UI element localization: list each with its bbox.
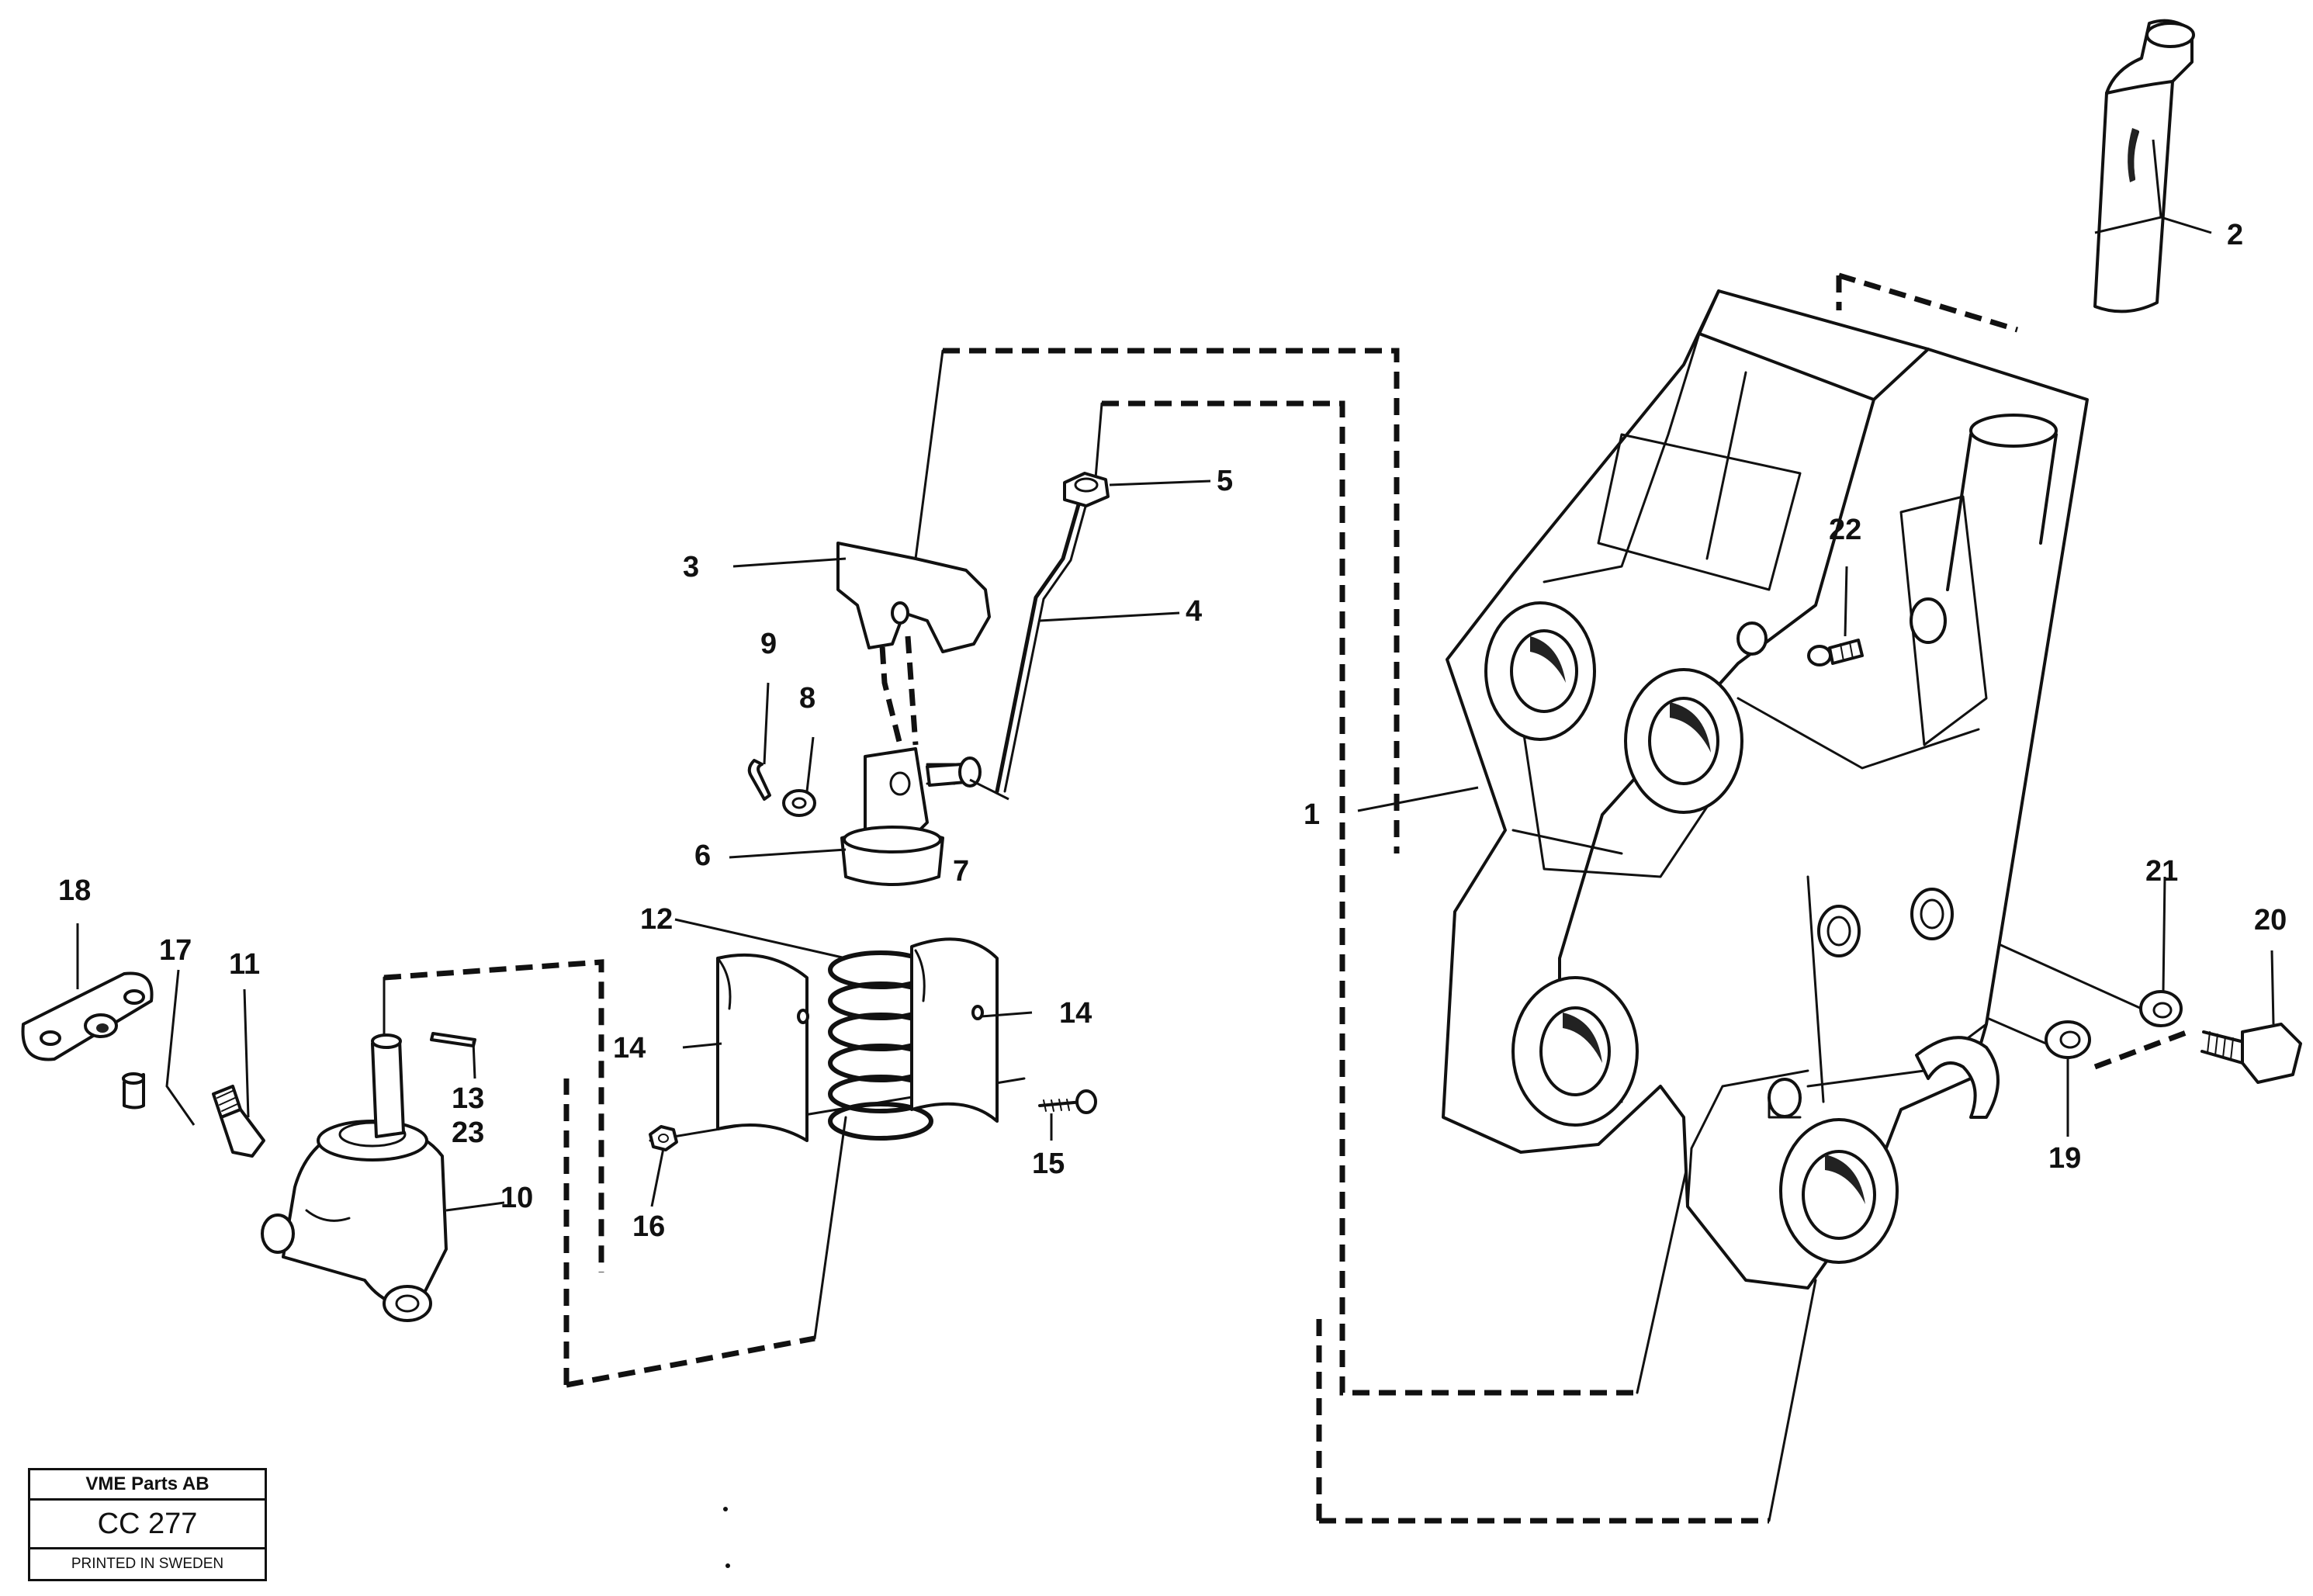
callout-6: 6 (694, 840, 711, 872)
grease-nipple-part-22 (1807, 639, 1864, 666)
callout-10: 10 (500, 1182, 533, 1214)
washer-part-8 (782, 789, 816, 817)
stray-mark (725, 1563, 730, 1568)
callout-labels: 1 2 3 4 5 6 7 8 9 10 11 12 13 23 14 14 1… (58, 219, 2287, 1243)
cover-part-14-right (910, 937, 999, 1123)
callout-15: 15 (1032, 1148, 1065, 1180)
callout-7: 7 (953, 855, 969, 888)
washer-part-21 (2139, 990, 2183, 1027)
callout-12: 12 (640, 903, 673, 936)
callout-22: 22 (1829, 514, 1861, 546)
bolt-part-20 (2200, 1023, 2302, 1084)
callout-9: 9 (760, 628, 777, 660)
assembly-dashed-lines (383, 272, 2190, 1524)
callout-23: 23 (452, 1117, 484, 1149)
callout-13: 13 (452, 1082, 484, 1115)
printed-note: PRINTED IN SWEDEN (71, 1556, 224, 1572)
pin-part-7 (926, 756, 982, 788)
callout-8: 8 (799, 682, 815, 715)
callout-3: 3 (683, 551, 699, 583)
nut-part-5 (1063, 472, 1110, 507)
screw-part-15 (1038, 1089, 1097, 1114)
callout-11: 11 (229, 948, 260, 981)
callout-2: 2 (2227, 219, 2243, 251)
callout-18: 18 (58, 874, 91, 907)
callout-14-left: 14 (613, 1032, 646, 1065)
callout-4: 4 (1186, 595, 1202, 628)
company-name: VME Parts AB (30, 1470, 265, 1501)
washer-part-19 (2045, 1020, 2091, 1059)
callout-21: 21 (2145, 855, 2178, 888)
rod-part-4 (995, 494, 1089, 794)
nut-part-16 (649, 1125, 678, 1151)
callout-20: 20 (2254, 904, 2287, 936)
callout-5: 5 (1217, 465, 1233, 497)
callout-16: 16 (632, 1210, 665, 1243)
pin-part-2 (2093, 19, 2195, 313)
valve-part-10 (261, 1033, 448, 1322)
pin-part-13 (430, 1032, 476, 1047)
cotter-pin-part-9 (747, 759, 771, 801)
title-block: VME Parts AB CC 277 PRINTED IN SWEDEN (28, 1468, 267, 1581)
cover-part-14-left (716, 953, 809, 1142)
fitting-part-11 (212, 1085, 265, 1158)
plunger-part-6 (840, 747, 956, 886)
plug-part-17 (122, 1072, 145, 1110)
callout-1: 1 (1304, 798, 1320, 831)
callout-17: 17 (159, 934, 192, 967)
stray-mark (723, 1507, 728, 1511)
diagram-code: CC 277 (30, 1501, 265, 1549)
leader-lines (76, 139, 2275, 1212)
flange-part-18 (21, 971, 154, 1061)
callout-14-right: 14 (1059, 997, 1092, 1030)
latch-part-3 (836, 542, 991, 653)
callout-19: 19 (2048, 1142, 2081, 1175)
bracket-part-1 (1442, 289, 2089, 1290)
